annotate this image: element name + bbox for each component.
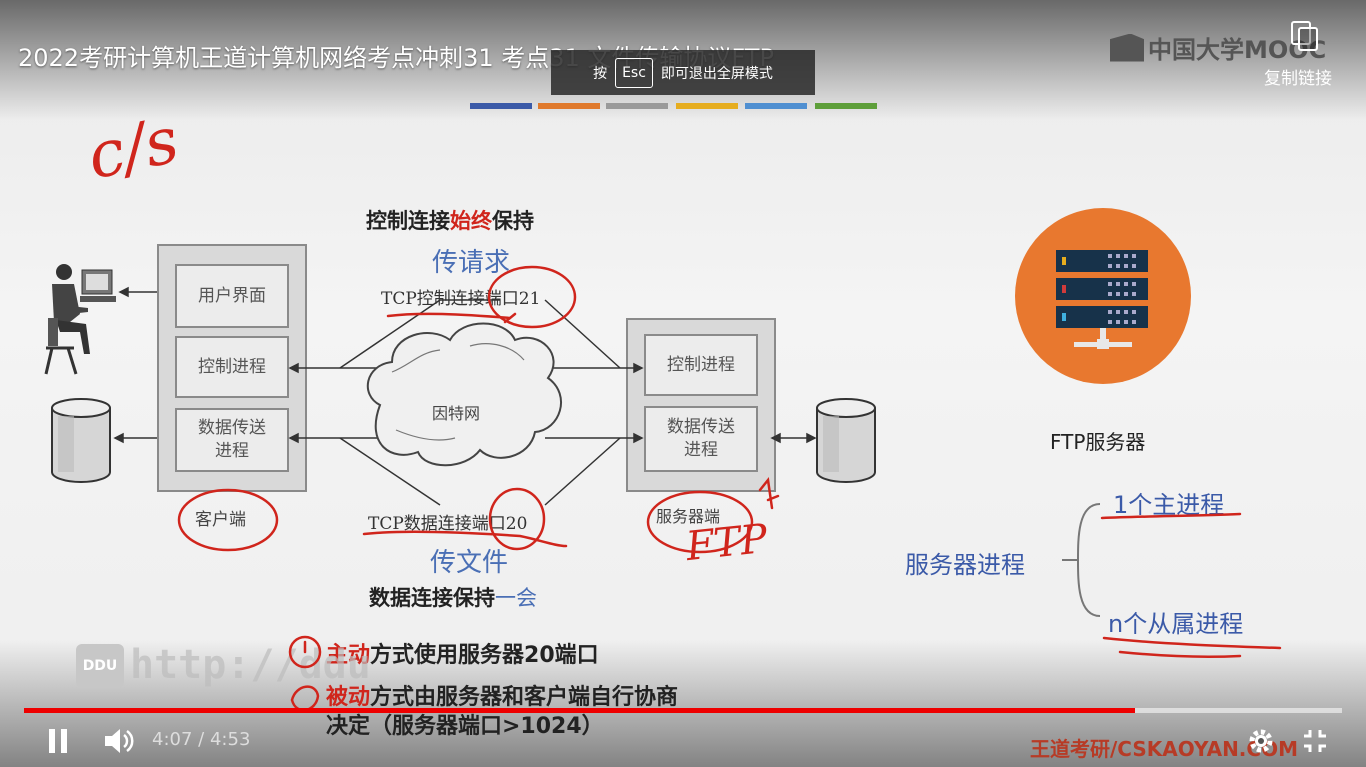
passive-mode-note: 被动方式由服务器和客户端自行协商 [326,685,679,710]
server-data-process: 数据传送进程 [644,406,758,472]
ftp-server-label: FTP服务器 [1050,430,1146,454]
exit-fullscreen-icon[interactable] [1302,728,1328,754]
mooc-mark-icon [1110,33,1144,62]
client-ui-box: 用户界面 [175,264,289,328]
server-process-label: 服务器进程 [905,551,1025,579]
main-process-label: 1个主进程 [1113,491,1225,519]
mooc-logo: 中国大学MOOC [1110,30,1326,65]
accent-bar-3 [606,103,668,109]
accent-bar-6 [815,103,877,109]
client-storage-icon [51,398,111,483]
tcp-data-label: TCP数据连接端口20 [368,514,528,534]
passive-mode-note-cont: 决定（服务器端口>1024） [326,714,604,739]
client-data-process: 数据传送进程 [175,408,289,472]
control-connection-heading: 控制连接始终保持 [366,209,534,233]
time-display: 4:07 / 4:53 [152,729,251,750]
handwritten-file: 传文件 [430,548,509,578]
slave-process-label: n个从属进程 [1108,610,1244,638]
pause-icon[interactable] [46,727,72,755]
ddu-watermark: http://ddu [130,642,371,688]
exit-fullscreen-toast: 按 Esc 即可退出全屏模式 [551,50,815,95]
client-control-process: 控制进程 [175,336,289,398]
ddu-logo: DDU [76,644,124,688]
data-connection-heading: 数据连接保持一会 [369,586,537,610]
settings-gear-icon[interactable] [1248,728,1274,754]
user-at-computer-icon [44,264,116,375]
tcp-control-label: TCP控制连接端口21 [381,289,541,309]
accent-bar-1 [470,103,532,109]
active-mode-note: 主动方式使用服务器20端口 [326,643,599,668]
accent-bar-4 [676,103,738,109]
progress-bar[interactable] [24,708,1342,713]
copy-link-icon[interactable] [1290,20,1320,52]
copy-link-button[interactable]: 复制链接 [1264,69,1332,89]
internet-label: 因特网 [432,404,481,423]
process-tree-bracket [1062,503,1101,617]
progress-played [24,708,1136,713]
ftp-server-icon [1015,208,1191,384]
handwritten-request: 传请求 [432,248,511,278]
accent-bar-5 [745,103,807,109]
bottom-gradient [0,640,1366,767]
accent-bar-2 [538,103,600,109]
server-control-process: 控制进程 [644,334,758,396]
server-box: 控制进程 数据传送进程 [626,318,776,492]
volume-icon[interactable] [103,726,135,756]
esc-key-hint: Esc [615,57,653,88]
handwritten-ftp: FTP [683,515,770,571]
server-storage-icon [816,398,876,483]
